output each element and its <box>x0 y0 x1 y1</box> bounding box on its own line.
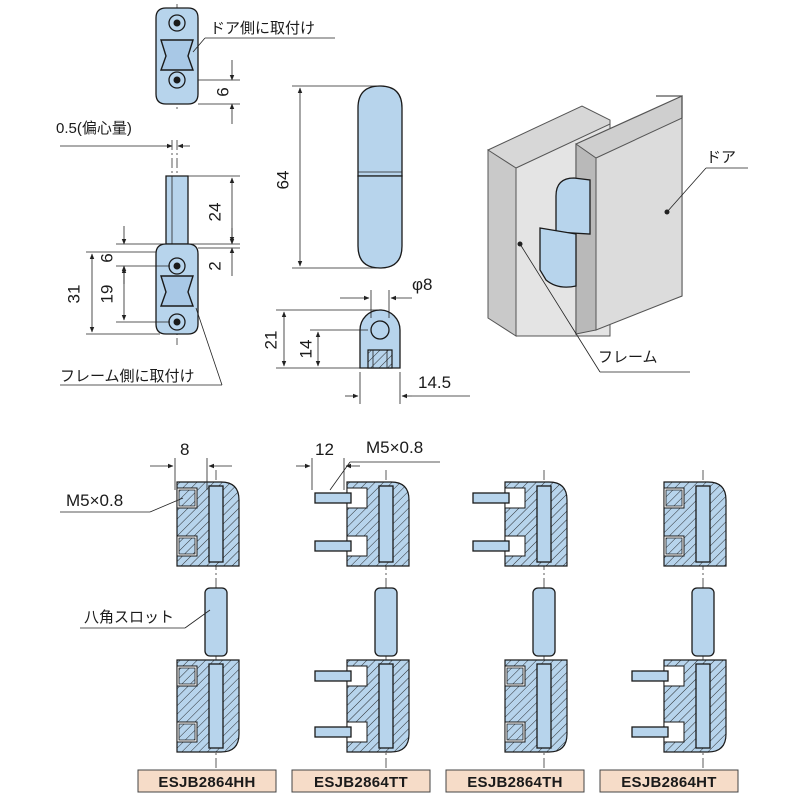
dim-64: 64 <box>273 171 292 190</box>
label-frame-side: フレーム側に取付け <box>60 368 195 385</box>
dim-24: 24 <box>205 203 224 222</box>
label-door: ドア <box>706 149 736 166</box>
variant-hh <box>176 470 240 770</box>
label-eccentric: 0.5(偏心量) <box>56 120 132 137</box>
model-label-hh: ESJB2864HH <box>158 774 255 791</box>
threaded-stud <box>472 540 510 552</box>
install-perspective <box>487 95 748 373</box>
variant-th <box>472 470 568 770</box>
dim-6-top: 6 <box>213 87 232 96</box>
threaded-stud <box>314 492 352 504</box>
threaded-stud <box>631 726 669 738</box>
model-labels: ESJB2864HH ESJB2864TT ESJB2864TH ESJB286… <box>137 769 739 793</box>
door-side-piece <box>155 4 335 124</box>
variant-dims <box>60 458 440 629</box>
frame-side-piece <box>60 140 240 386</box>
threaded-stud <box>631 670 669 682</box>
label-door-side: ドア側に取付け <box>210 20 315 37</box>
threaded-stud <box>314 726 352 738</box>
variant-ht <box>631 470 727 770</box>
pin <box>532 587 556 657</box>
dim-6-left: 6 <box>97 253 116 262</box>
dim-8: 8 <box>180 440 189 459</box>
dim-2: 2 <box>205 261 224 270</box>
dim-21: 21 <box>261 331 280 350</box>
side-view-piece <box>292 85 403 269</box>
pin <box>374 587 398 657</box>
dim-m5-left: M5×0.8 <box>66 491 123 510</box>
hex-hole <box>665 489 683 507</box>
dim-19: 19 <box>97 285 116 304</box>
pin <box>204 587 228 657</box>
threaded-stud <box>314 670 352 682</box>
pin <box>691 587 715 657</box>
dim-m5-right: M5×0.8 <box>366 438 423 457</box>
threaded-stud <box>472 492 510 504</box>
dim-12: 12 <box>315 440 334 459</box>
variants-group <box>176 470 727 770</box>
model-label-tt: ESJB2864TT <box>314 774 408 791</box>
dim-14: 14 <box>296 340 315 359</box>
hex-hole <box>178 537 196 555</box>
variant-tt <box>314 470 410 770</box>
label-frame: フレーム <box>598 349 658 366</box>
dim-31: 31 <box>64 285 83 304</box>
model-label-ht: ESJB2864HT <box>621 774 717 791</box>
hex-hole <box>178 723 196 741</box>
hex-hole <box>506 723 524 741</box>
dim-phi8: φ8 <box>412 275 432 294</box>
label-octagon-slot: 八角スロット <box>84 609 174 626</box>
hex-hole <box>178 489 196 507</box>
threaded-stud <box>314 540 352 552</box>
hex-hole <box>506 667 524 685</box>
hex-hole <box>178 667 196 685</box>
hex-hole <box>665 537 683 555</box>
model-label-th: ESJB2864TH <box>467 774 563 791</box>
bottom-view-piece <box>276 290 470 404</box>
dim-14-5: 14.5 <box>418 373 451 392</box>
